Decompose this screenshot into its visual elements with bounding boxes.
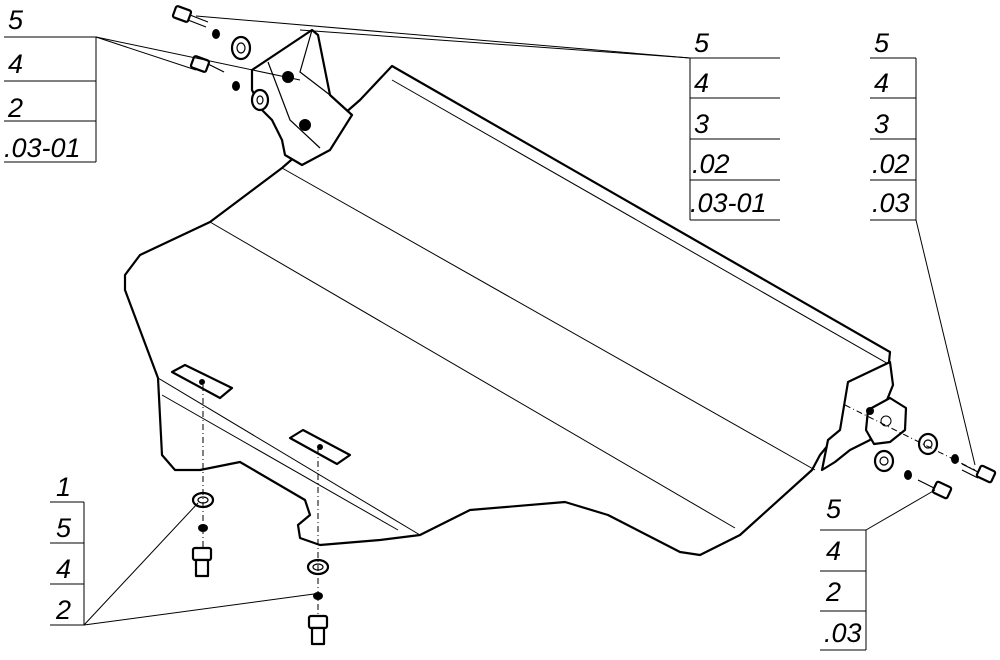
bolt-bottom-left <box>191 491 215 578</box>
callout-label: 2 <box>825 577 841 607</box>
callout-label: 4 <box>694 68 709 98</box>
callout-top-center: 5 4 3 .02 .03-01 <box>195 15 780 221</box>
callout-label: 3 <box>874 109 889 139</box>
callout-label: 5 <box>826 494 842 524</box>
callout-label: 2 <box>55 595 71 625</box>
callout-bottom-right: 5 4 2 .03 <box>820 489 936 651</box>
right-bracket <box>820 360 908 472</box>
callout-label: .02 <box>692 149 730 179</box>
callout-label: 4 <box>874 68 889 98</box>
slot-plate-left <box>170 363 234 400</box>
bolt-top-left-1 <box>171 5 252 61</box>
callout-bottom-left: 1 5 4 2 <box>50 472 315 626</box>
callout-label: 4 <box>826 536 841 566</box>
bolt-right-lower <box>873 449 953 500</box>
callout-top-right: 5 4 3 .02 .03 <box>870 28 976 466</box>
callout-label: 4 <box>56 554 71 584</box>
callout-label: .03 <box>872 188 910 218</box>
bolt-right-upper <box>917 432 997 484</box>
callout-label: .03-01 <box>4 133 81 163</box>
callout-label: 3 <box>694 109 709 139</box>
callout-top-left: 5 4 2 .03-01 <box>4 5 301 163</box>
callout-label: 2 <box>7 93 23 123</box>
bolt-bottom-center <box>306 558 330 646</box>
callout-label: 4 <box>8 49 23 79</box>
callout-label: .02 <box>872 149 910 179</box>
callout-label: 1 <box>56 472 71 502</box>
callout-label: .03 <box>824 618 862 648</box>
callout-label: 5 <box>694 28 710 58</box>
callout-label: 5 <box>8 5 24 35</box>
skid-plate <box>123 64 892 557</box>
callout-label: 5 <box>56 513 72 543</box>
callout-label: 5 <box>874 28 890 58</box>
top-bracket <box>250 28 354 167</box>
callout-label: .03-01 <box>690 188 767 218</box>
